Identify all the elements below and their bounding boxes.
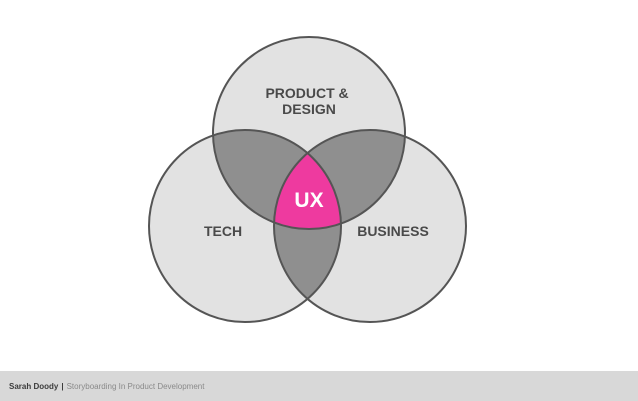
label-product-design-line-1: PRODUCT & [265,85,348,101]
footer-bar: Sarah Doody | Storyboarding In Product D… [0,371,638,401]
circle-product-design-outline [212,36,406,230]
circle-business-outline [273,129,467,323]
label-product-design-line-2: DESIGN [282,101,336,117]
footer-author: Sarah Doody [9,381,59,391]
circle-tech-outline [148,129,342,323]
label-product-design: PRODUCT & DESIGN [265,85,352,117]
label-tech: TECH [204,223,242,239]
label-ux: UX [294,189,323,212]
label-business: BUSINESS [357,223,429,239]
footer-talk-title: Storyboarding In Product Development [66,381,205,391]
footer-separator: | [61,381,64,391]
overlap-center-ux [274,130,341,229]
